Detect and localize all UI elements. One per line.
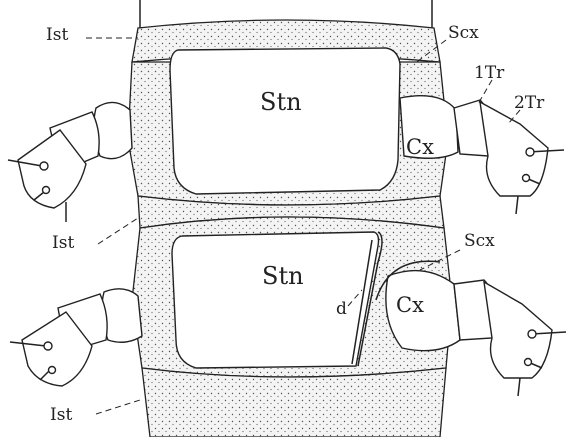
intersegmental-band-bottom (142, 368, 446, 437)
left-coxa-1 (94, 102, 132, 158)
label-1tr: 1Tr (474, 63, 505, 83)
leader-1tr (478, 80, 492, 104)
label-stn-bottom: Stn (262, 262, 304, 290)
label-stn-top: Stn (260, 88, 302, 116)
label-cx-bottom: Cx (396, 293, 424, 317)
leader-ist-bottom (96, 400, 140, 414)
label-2tr: 2Tr (514, 93, 545, 113)
label-scx-top: Scx (448, 23, 479, 43)
label-ist-top: Ist (46, 25, 68, 45)
leader-ist-mid (98, 218, 138, 244)
left-leg-1 (8, 102, 132, 222)
left-leg-2 (10, 289, 142, 386)
label-scx-bottom: Scx (464, 231, 495, 251)
sternite-1 (170, 48, 400, 194)
label-cx-top: Cx (406, 135, 434, 159)
right-tarsus-2 (484, 282, 552, 378)
label-ist-mid: Ist (52, 233, 74, 253)
left-coxa-2 (102, 289, 142, 342)
sternite-2 (172, 232, 379, 368)
label-d: d (336, 299, 347, 319)
right-tarsus-1 (480, 102, 548, 196)
label-ist-bottom: Ist (50, 405, 72, 425)
